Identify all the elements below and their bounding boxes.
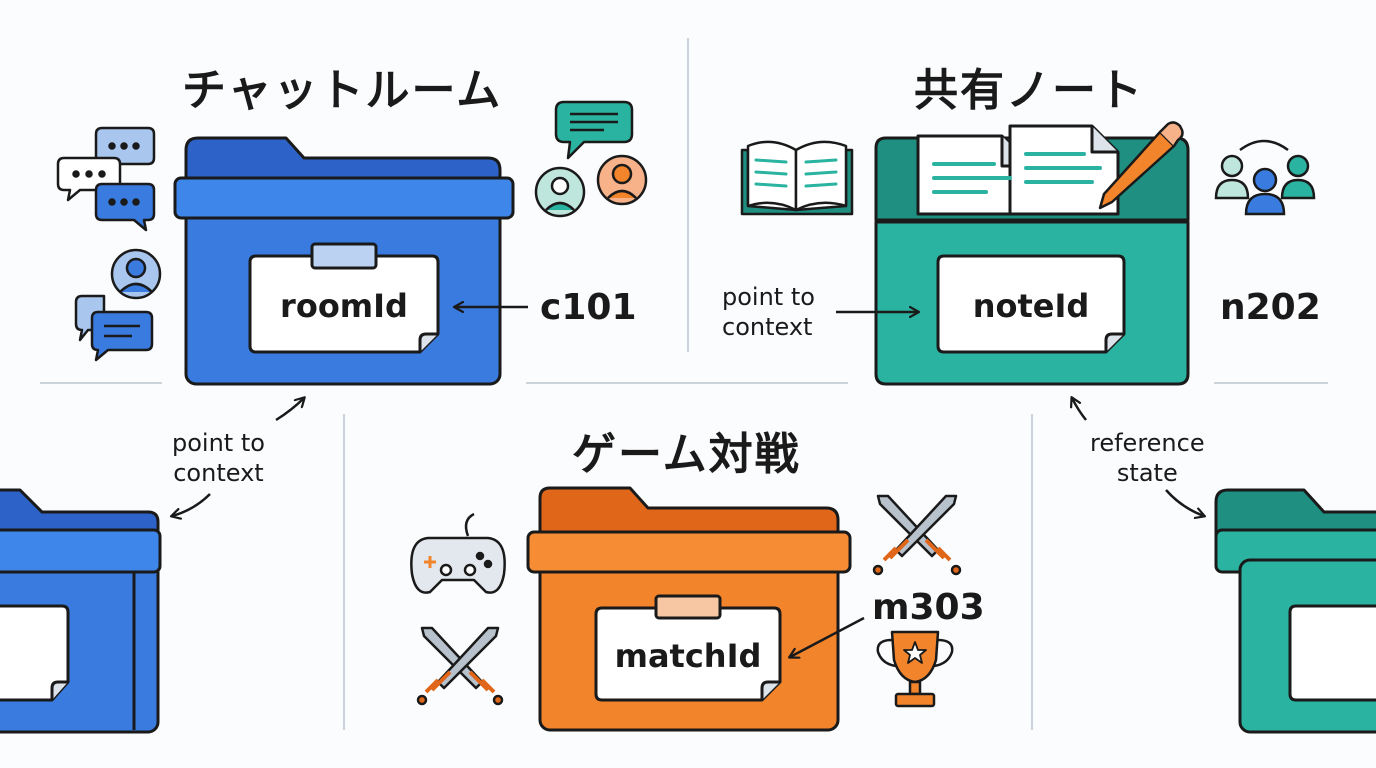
- user-group-icon: [1214, 139, 1316, 216]
- gamepad-icon: [410, 512, 506, 594]
- user-avatar-icon: [110, 248, 162, 300]
- chat-bubbles-icon: [56, 126, 156, 232]
- user-avatar-icon: [534, 154, 648, 218]
- room-id-value: c101: [540, 287, 637, 328]
- chat-context-line1: point to: [172, 429, 265, 457]
- room-id-label: roomId: [280, 287, 408, 325]
- chat-room-folder-partial: [0, 488, 162, 734]
- chat-context-arrow: [275, 398, 304, 422]
- note-id-label: noteId: [973, 287, 1090, 325]
- chat-context-note: point to context: [172, 428, 265, 488]
- crossed-swords-icon: [416, 626, 504, 706]
- note-context-line2: context: [722, 313, 813, 341]
- reference-state-arrow: [1072, 398, 1087, 421]
- reference-state-line2: state: [1116, 459, 1178, 487]
- chat-context-arrow-lower: [172, 493, 211, 516]
- game-match-folder: [526, 486, 852, 732]
- game-match-title: ゲーム対戦: [572, 429, 801, 480]
- shared-note-folder-partial: [1214, 488, 1376, 734]
- shared-note-title: 共有ノート: [914, 65, 1144, 116]
- note-lines: [932, 152, 1102, 194]
- open-book-icon: [740, 140, 854, 216]
- trophy-icon: [876, 630, 954, 708]
- note-context-line1: point to: [722, 283, 815, 311]
- reference-state-note: reference state: [1090, 428, 1205, 488]
- crossed-swords-icon: [872, 494, 962, 576]
- note-context-note: point to context: [722, 282, 815, 342]
- match-id-value: m303: [872, 587, 985, 628]
- speech-bubble-icon: [74, 294, 154, 362]
- speech-bubble-icon: [554, 100, 634, 160]
- pencil-icon: [1098, 121, 1184, 210]
- divider-lines: [40, 38, 1328, 730]
- note-id-value: n202: [1220, 287, 1321, 328]
- match-id-arrow: [790, 616, 865, 657]
- reference-state-line1: reference: [1090, 429, 1205, 457]
- chat-room-folder: [173, 136, 515, 386]
- reference-state-arrow-lower: [1165, 489, 1204, 516]
- match-id-label: matchId: [615, 637, 762, 675]
- chat-room-title: チャットルーム: [182, 65, 503, 116]
- chat-context-line2: context: [173, 459, 264, 487]
